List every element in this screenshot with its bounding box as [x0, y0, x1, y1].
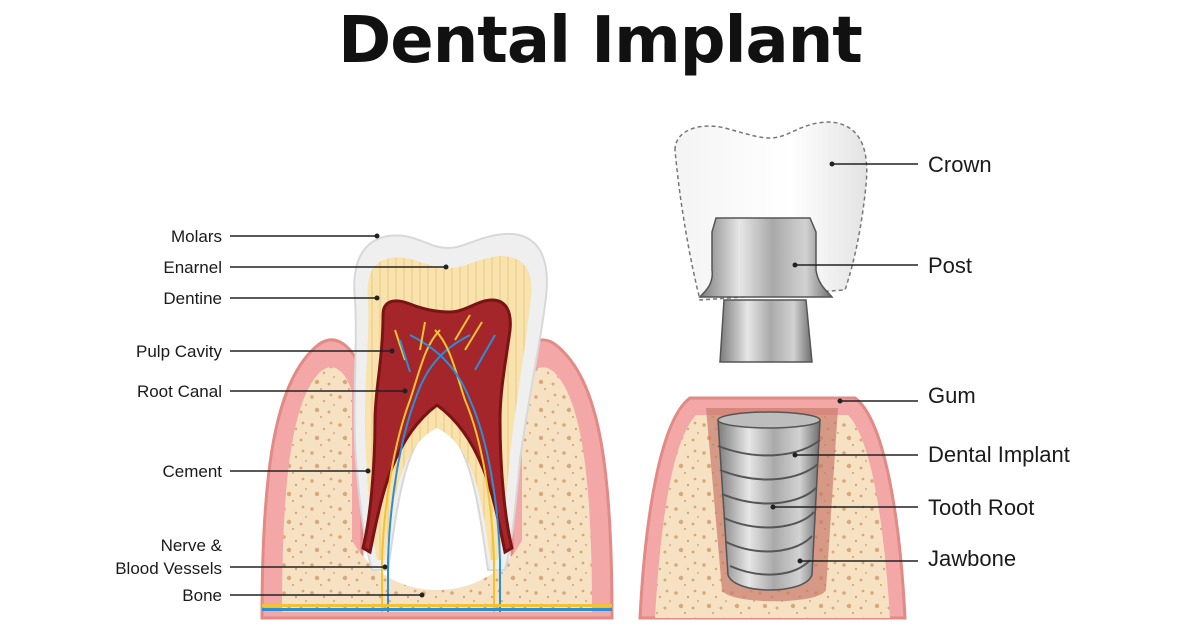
label-molars: Molars — [171, 227, 380, 246]
implant-illustration — [638, 121, 907, 620]
label-tooth-root-text: Tooth Root — [928, 495, 1034, 520]
label-gum-text: Gum — [928, 383, 976, 408]
label-molars-text: Molars — [171, 227, 222, 246]
label-cement: Cement — [162, 462, 371, 481]
label-dental-implant-text: Dental Implant — [928, 442, 1070, 467]
label-root-canal-text: Root Canal — [137, 382, 222, 401]
label-nerve-blood-vessels: Nerve & Blood Vessels — [115, 536, 388, 578]
label-cement-text: Cement — [162, 462, 222, 481]
label-pulp-cavity-text: Pulp Cavity — [136, 342, 222, 361]
right-labels: Crown Post Gum Dental Implant Tooth Root… — [770, 152, 1070, 571]
post-shape — [698, 217, 834, 298]
nerve-blood-vessels — [381, 314, 501, 612]
label-dentine-text: Dentine — [163, 289, 222, 308]
label-nerve-text-1: Nerve & — [161, 536, 223, 555]
label-bone-text: Bone — [182, 586, 222, 605]
label-post-text: Post — [928, 253, 972, 278]
page-title: Dental Implant — [338, 4, 863, 78]
label-dental-implant: Dental Implant — [792, 442, 1070, 467]
label-enamel: Enarnel — [163, 258, 449, 277]
bone-shape-left — [282, 367, 352, 612]
natural-tooth-illustration — [260, 232, 614, 620]
label-tooth-root: Tooth Root — [770, 495, 1034, 520]
left-labels: Molars Enarnel Dentine Pulp Cavity Root … — [115, 227, 449, 605]
label-crown: Crown — [829, 152, 992, 177]
label-nerve-text-2: Blood Vessels — [115, 559, 222, 578]
label-dentine: Dentine — [163, 289, 380, 308]
label-jawbone: Jawbone — [797, 546, 1016, 571]
label-gum: Gum — [837, 383, 976, 408]
label-post: Post — [792, 253, 972, 278]
label-enamel-text: Enarnel — [163, 258, 222, 277]
label-jawbone-text: Jawbone — [928, 546, 1016, 571]
label-crown-text: Crown — [928, 152, 992, 177]
label-root-canal: Root Canal — [137, 382, 408, 401]
label-bone: Bone — [182, 586, 425, 605]
label-pulp-cavity: Pulp Cavity — [136, 342, 395, 361]
pulp-cavity — [361, 298, 514, 555]
